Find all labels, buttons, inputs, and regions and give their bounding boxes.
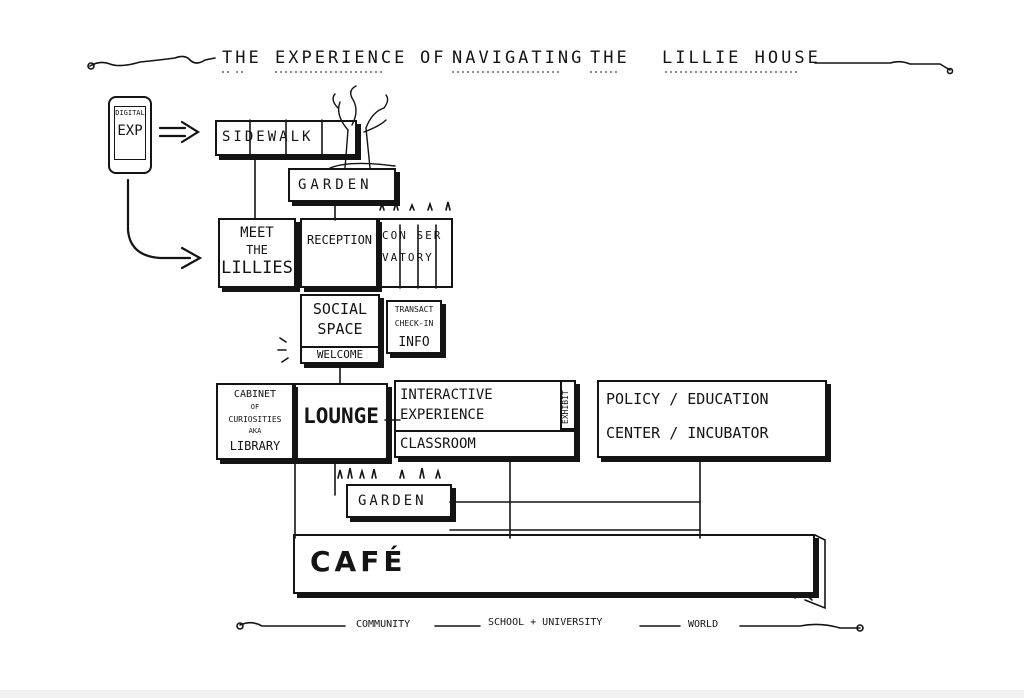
policy-label-1: POLICY / EDUCATION: [606, 390, 769, 408]
transact-box: [386, 300, 442, 354]
lounge-label: LOUNGE: [303, 404, 379, 428]
garden-top-box: [288, 168, 396, 202]
conservatory-label-1: CON SER: [382, 229, 443, 242]
tree-icon: [329, 85, 396, 169]
cafe-label: CAFÉ: [310, 545, 407, 578]
footer-flourish: [239, 621, 861, 629]
transact-label-3: INFO: [398, 335, 430, 350]
title-lillie-house: LILLIE HOUSE: [662, 48, 821, 68]
garden-top-label: GARDEN: [298, 177, 373, 193]
meet-label-3: LILLIES: [221, 258, 293, 278]
policy-label-2: CENTER / INCUBATOR: [606, 424, 769, 442]
classroom-divider: [394, 430, 576, 432]
interactive-label-1: INTERACTIVE: [400, 387, 493, 403]
cabinet-box: [216, 383, 294, 460]
meet-label-1: MEET: [240, 225, 274, 241]
cabinet-label-5: LIBRARY: [229, 439, 281, 453]
footer-community: COMMUNITY: [356, 619, 411, 630]
title-the: THE: [222, 48, 262, 68]
meet-label-2: THE: [246, 243, 268, 257]
meet-the-lillies-box: [218, 218, 296, 288]
title-of: OF: [420, 48, 447, 68]
phone-icon: [108, 96, 152, 174]
arrow-to-sidewalk: [158, 120, 201, 144]
interactive-label-2: EXPERIENCE: [400, 407, 485, 423]
footer-school-university: SCHOOL + UNIVERSITY: [488, 617, 603, 628]
title-navigating: NAVIGATING: [452, 48, 585, 68]
phone-screen: [114, 106, 146, 160]
policy-education-box: [597, 380, 827, 458]
transact-label-2: CHECK-IN: [394, 319, 434, 328]
classroom-label: CLASSROOM: [400, 436, 476, 452]
title-the-2: THE: [590, 48, 630, 68]
sidewalk-box: [215, 120, 357, 156]
arrow-to-meet: [126, 178, 203, 270]
exhibit-label: EXHIBIT: [561, 390, 570, 424]
welcome-label: WELCOME: [316, 348, 364, 361]
title-flourish-left: [89, 55, 216, 67]
social-label-1: SOCIAL: [312, 300, 368, 318]
bottom-strip: [0, 690, 1024, 698]
cabinet-label-3: CURIOSITIES: [228, 415, 282, 424]
phone-label-digital: DIGITAL: [115, 109, 145, 117]
footer-world: WORLD: [688, 619, 719, 630]
sidewalk-label: SIDEWALK: [222, 129, 314, 145]
cafe-box: [293, 534, 815, 594]
welcome-strip: [300, 346, 380, 364]
title-flourish-right: [814, 60, 951, 71]
lounge-box: [294, 383, 388, 460]
conservatory-label-2: VATORY: [382, 251, 434, 264]
reception-label: RECEPTION: [307, 233, 373, 247]
garden-bottom-label: GARDEN: [358, 493, 427, 509]
social-label-2: SPACE: [317, 320, 363, 338]
title-experience: EXPERIENCE: [275, 48, 408, 68]
garden-bottom-box: [346, 484, 452, 518]
cabinet-label-1: CABINET: [233, 389, 277, 400]
cabinet-label-2: OF: [250, 403, 260, 411]
transact-label-1: TRANSACT: [394, 305, 434, 314]
phone-label-exp: EXP: [117, 123, 143, 139]
reception-box: [300, 218, 378, 288]
conservatory-box: [378, 218, 453, 288]
cabinet-label-4: AKA: [248, 427, 262, 435]
exhibit-box: [560, 380, 576, 430]
